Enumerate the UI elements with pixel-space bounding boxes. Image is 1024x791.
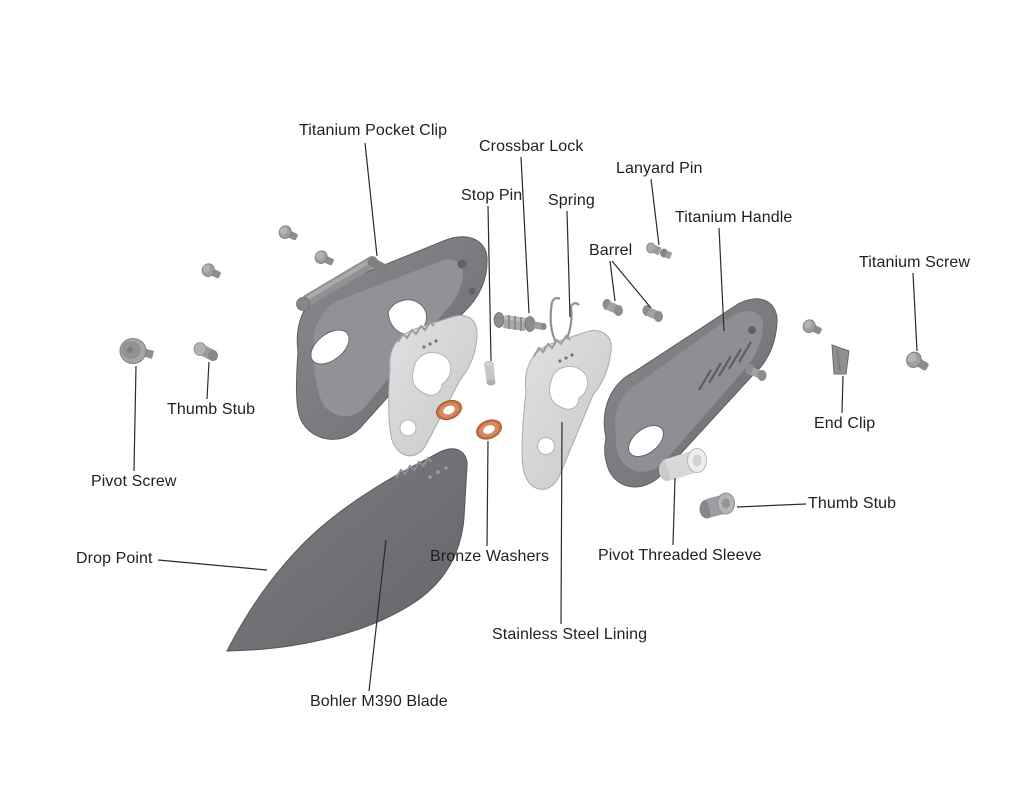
leader-bohler-m390-blade bbox=[368, 539, 387, 692]
leader-barrel-2 bbox=[611, 260, 652, 309]
label-barrel: Barrel bbox=[589, 242, 633, 259]
handle-screw-1 bbox=[276, 223, 301, 245]
barrel-2 bbox=[642, 305, 663, 322]
label-stainless-steel-lining: Stainless Steel Lining bbox=[492, 626, 648, 643]
leader-thumb-stub-right bbox=[736, 503, 807, 508]
label-stop-pin: Stop Pin bbox=[461, 187, 523, 204]
leader-titanium-handle bbox=[718, 227, 725, 332]
leader-pivot-threaded-sleeve bbox=[672, 477, 676, 546]
leader-thumb-stub-left bbox=[206, 361, 210, 400]
bronze-washer-2 bbox=[476, 419, 502, 440]
handle-screw-3 bbox=[199, 261, 224, 283]
pivot-threaded-sleeve-part bbox=[659, 448, 707, 481]
thumb-stub-left-part bbox=[193, 342, 218, 361]
label-thumb-stub-right: Thumb Stub bbox=[808, 495, 897, 512]
leader-lanyard-pin bbox=[650, 178, 660, 246]
leader-drop-point bbox=[157, 559, 268, 571]
end-clip-part bbox=[831, 344, 850, 375]
label-titanium-pocket-clip: Titanium Pocket Clip bbox=[299, 122, 448, 139]
lanyard-pin-part bbox=[646, 242, 673, 260]
back-handle-scale bbox=[295, 236, 488, 440]
label-titanium-handle: Titanium Handle bbox=[675, 209, 793, 226]
stainless-lining-left bbox=[388, 315, 478, 457]
leader-spring bbox=[566, 210, 571, 318]
handle-barrel-small bbox=[745, 364, 767, 381]
titanium-handle-part bbox=[603, 298, 778, 488]
leader-pivot-screw bbox=[133, 365, 137, 472]
leader-barrel-1 bbox=[609, 260, 616, 302]
label-crossbar-lock: Crossbar Lock bbox=[479, 138, 584, 155]
titanium-pocket-clip-part bbox=[296, 256, 390, 311]
leader-titanium-pocket-clip bbox=[364, 142, 378, 257]
stop-pin-part bbox=[484, 361, 496, 386]
leader-crossbar-lock bbox=[520, 156, 530, 314]
leader-bronze-washers bbox=[486, 440, 489, 547]
label-pivot-screw: Pivot Screw bbox=[91, 473, 177, 490]
label-spring: Spring bbox=[548, 192, 595, 209]
leader-lines bbox=[133, 142, 918, 692]
label-drop-point: Drop Point bbox=[76, 550, 153, 567]
label-titanium-screw: Titanium Screw bbox=[859, 254, 971, 271]
label-bohler-m390-blade: Bohler M390 Blade bbox=[310, 693, 448, 710]
leader-stop-pin bbox=[487, 205, 492, 362]
handle-screw-2 bbox=[312, 248, 337, 270]
label-lanyard-pin: Lanyard Pin bbox=[616, 160, 703, 177]
leader-stainless-steel-lining bbox=[560, 421, 563, 625]
leader-end-clip bbox=[841, 375, 844, 414]
leader-titanium-screw bbox=[912, 272, 918, 352]
bronze-washer-1 bbox=[436, 399, 462, 421]
handle-screw-4 bbox=[800, 317, 825, 339]
thumb-stub-right-part bbox=[699, 492, 735, 519]
stainless-lining-right bbox=[521, 330, 612, 490]
label-end-clip: End Clip bbox=[814, 415, 876, 432]
blade-part bbox=[226, 448, 468, 652]
label-thumb-stub-left: Thumb Stub bbox=[167, 401, 256, 418]
label-pivot-threaded-sleeve: Pivot Threaded Sleeve bbox=[598, 547, 762, 564]
titanium-screw-part bbox=[903, 348, 932, 375]
barrel-1 bbox=[602, 299, 623, 316]
label-bronze-washers: Bronze Washers bbox=[430, 548, 550, 565]
crossbar-lock-part bbox=[493, 312, 547, 332]
pivot-screw-part bbox=[119, 338, 155, 364]
